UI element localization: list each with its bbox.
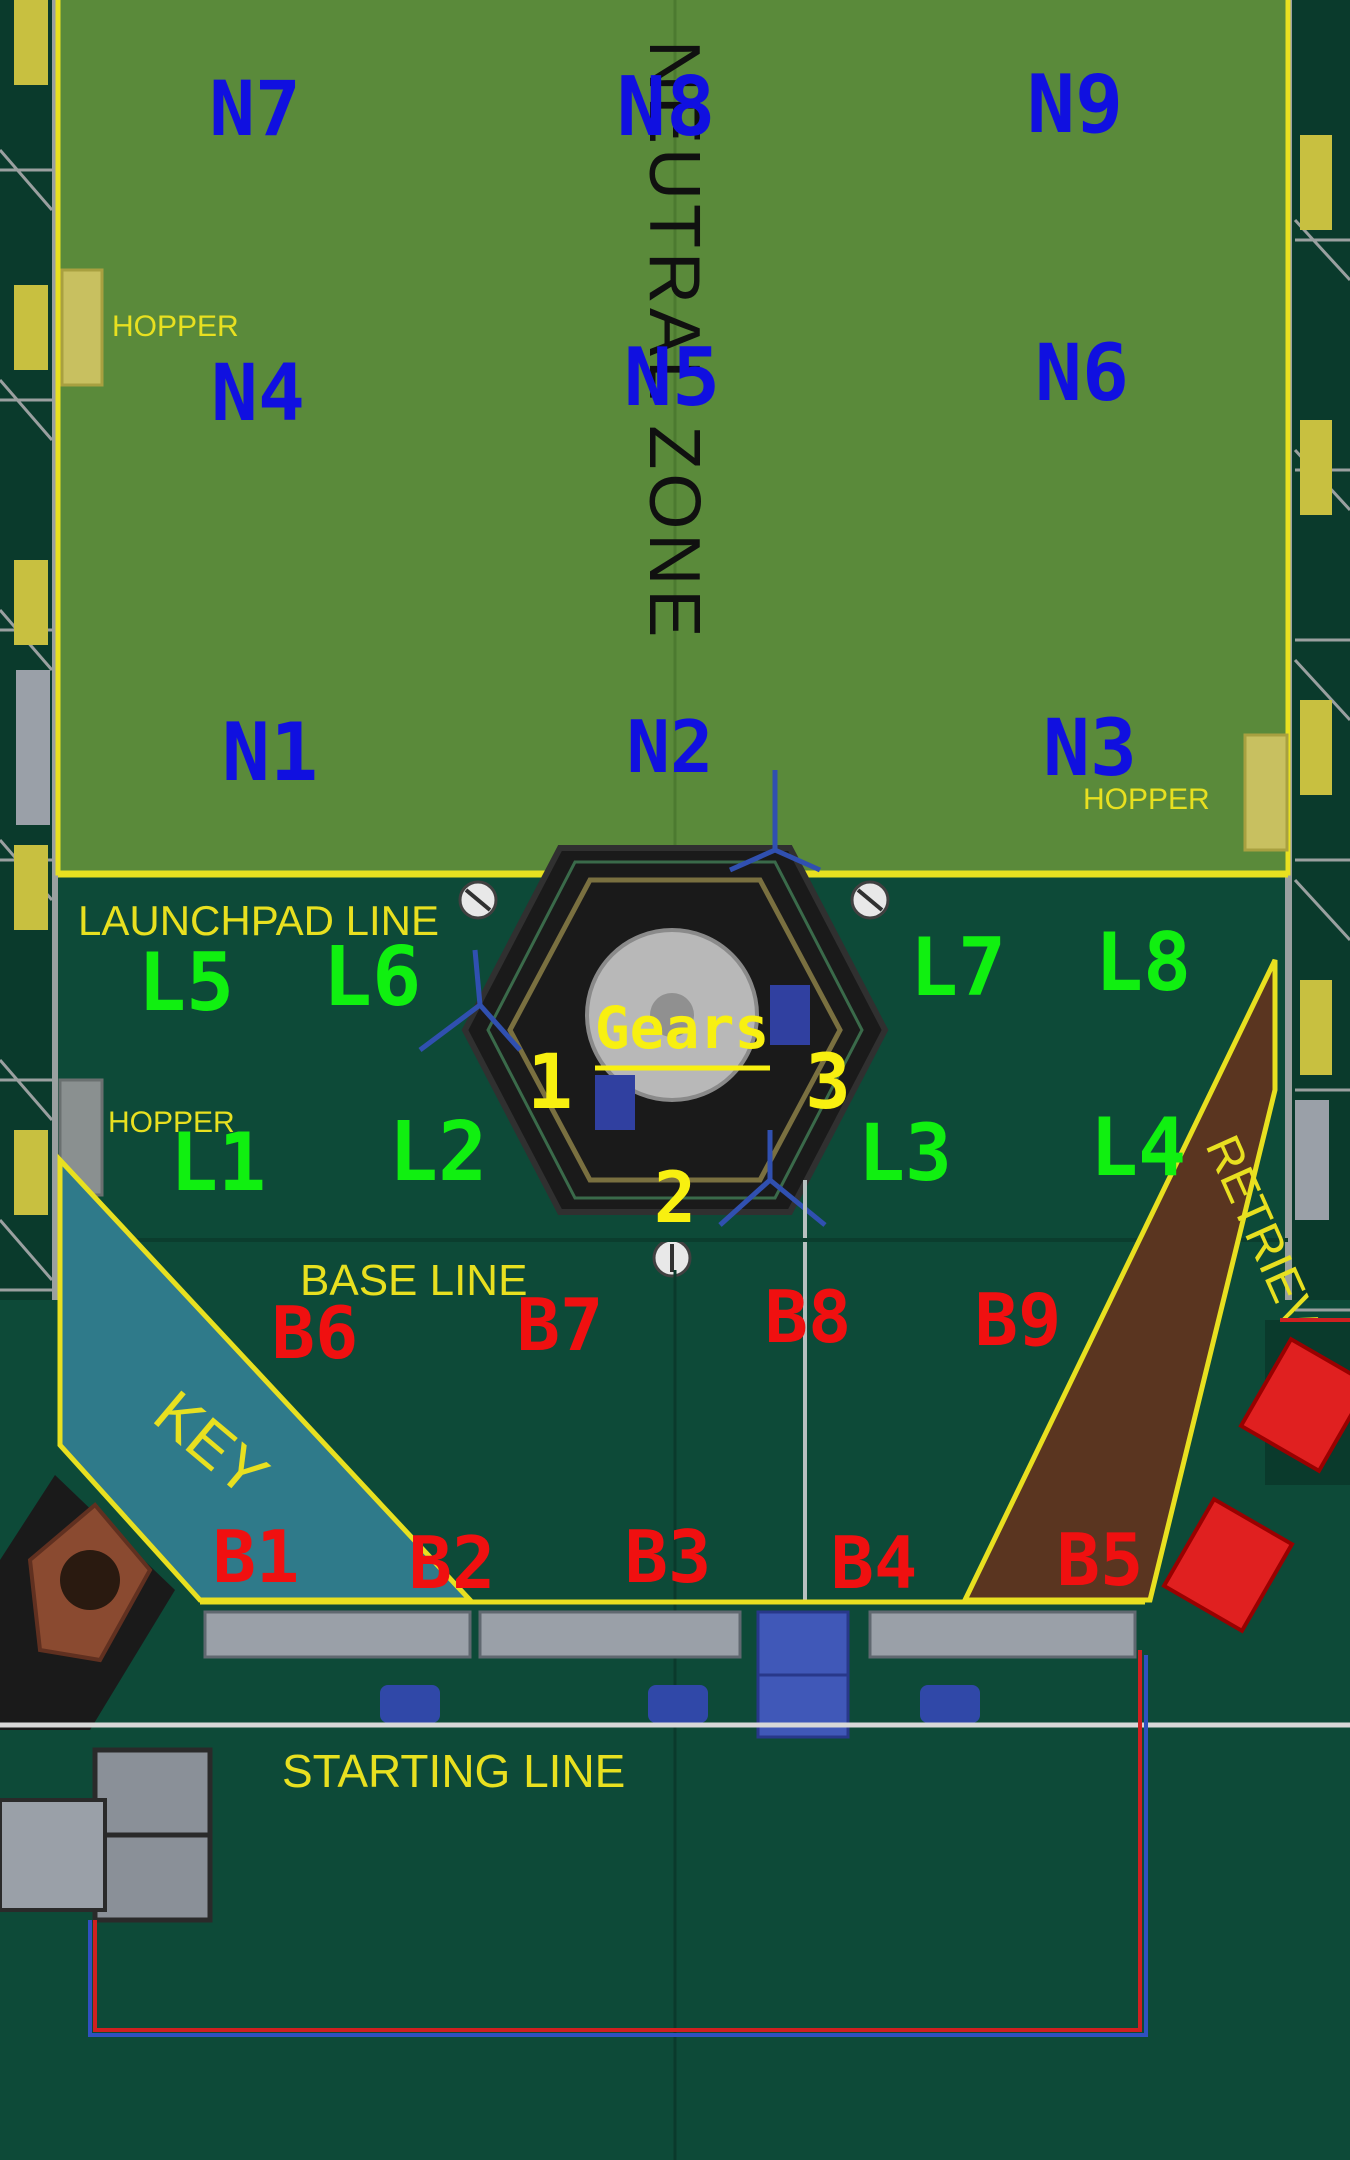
loading-stations — [1161, 1318, 1350, 1634]
hopper-left-mid-label: HOPPER — [108, 1106, 235, 1139]
zone-marker-l2: L2 — [389, 1105, 488, 1200]
neutral-zone-label: NEUTRAL ZONE — [634, 40, 714, 641]
zone-marker-b2: B2 — [409, 1521, 496, 1605]
zone-marker-n1: N1 — [222, 706, 318, 799]
zone-marker-b7: B7 — [517, 1283, 604, 1367]
zone-marker-b9: B9 — [975, 1278, 1062, 1362]
retrieval-zone — [961, 958, 1278, 1603]
launchpad-line-label: LAUNCHPAD LINE — [78, 897, 439, 944]
zone-marker-l7: L7 — [910, 921, 1006, 1014]
zone-marker-l1: L1 — [170, 1116, 266, 1209]
zone-marker-n4: N4 — [211, 349, 305, 439]
left-wall — [0, 0, 58, 1300]
zone-marker-b6: B6 — [272, 1291, 359, 1375]
zone-marker-b4: B4 — [831, 1521, 918, 1605]
neutral-zone — [58, 0, 1288, 873]
zone-marker-n5: N5 — [624, 331, 720, 424]
hopper-left-top — [60, 268, 104, 387]
boiler — [0, 1475, 175, 1730]
gear-peg-3: 3 — [805, 1037, 851, 1126]
driver-stations — [203, 1610, 1137, 1739]
gear-peg-1: 1 — [527, 1037, 573, 1126]
starting-line-label: STARTING LINE — [282, 1745, 625, 1797]
zone-marker-l6: L6 — [323, 930, 422, 1025]
zone-marker-n2: N2 — [627, 705, 714, 789]
field-wiring — [88, 1650, 1148, 2037]
zone-marker-n3: N3 — [1043, 704, 1137, 794]
zone-marker-n9: N9 — [1027, 58, 1123, 151]
zone-marker-l8: L8 — [1095, 916, 1191, 1009]
hopper-right-label: HOPPER — [1083, 783, 1210, 816]
zone-marker-n8: N8 — [617, 60, 716, 155]
gear-peg-2: 2 — [654, 1157, 696, 1239]
hopper-left-top-label: HOPPER — [112, 310, 239, 343]
zone-marker-n7: N7 — [209, 64, 301, 153]
zone-marker-l3: L3 — [858, 1109, 952, 1199]
zone-marker-b3: B3 — [625, 1515, 712, 1599]
zone-marker-l5: L5 — [138, 936, 234, 1029]
gears-title: Gears — [595, 994, 770, 1062]
zone-marker-n6: N6 — [1035, 329, 1129, 419]
airship — [418, 770, 890, 1278]
hopper-right — [1243, 733, 1289, 852]
zone-marker-b1: B1 — [213, 1515, 300, 1599]
right-wall — [1285, 0, 1350, 1312]
zone-marker-b5: B5 — [1057, 1518, 1144, 1602]
zone-marker-l4: L4 — [1090, 1101, 1186, 1194]
base-line-label: BASE LINE — [300, 1256, 527, 1305]
field-equipment — [0, 1747, 213, 1923]
zone-marker-b8: B8 — [765, 1275, 852, 1359]
